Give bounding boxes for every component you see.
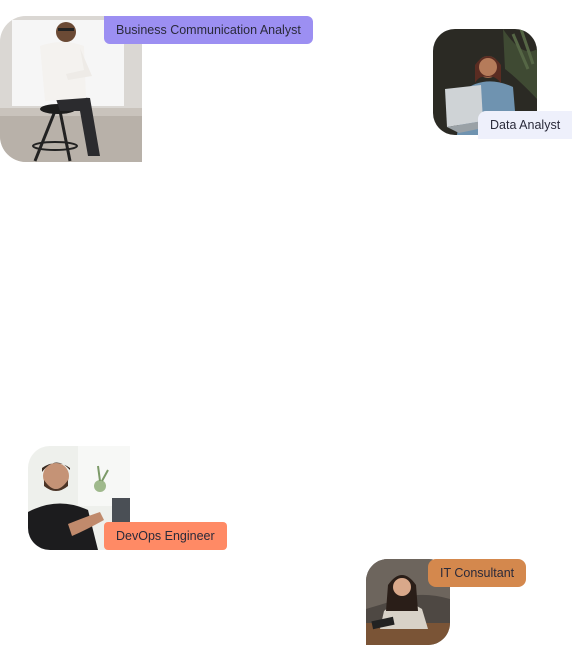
job-title-badge: IT Consultant — [428, 559, 527, 587]
job-title-badge: Business Communication Analyst — [104, 16, 313, 44]
job-title-badge: DevOps Engineer — [104, 522, 227, 550]
job-title-badge: Data Analyst — [478, 111, 573, 139]
